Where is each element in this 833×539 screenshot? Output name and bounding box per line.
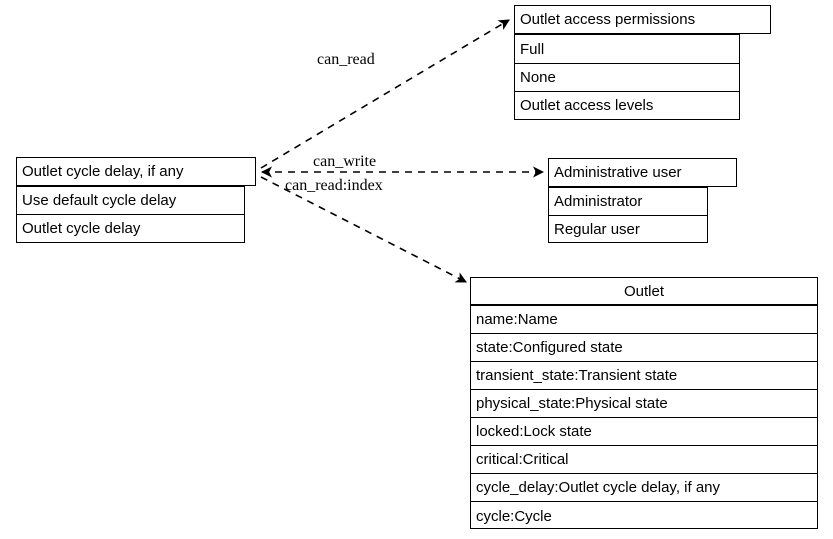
- class-row: transient_state:Transient state: [471, 362, 817, 390]
- class-row: critical:Critical: [471, 446, 817, 474]
- class-row: name:Name: [471, 306, 817, 334]
- class-administrative-user-title: Administrative user: [548, 158, 737, 187]
- class-administrative-user-body: Administrator Regular user: [548, 187, 708, 243]
- class-row: cycle:Cycle: [476, 507, 552, 525]
- edge-label-can-read: can_read: [317, 51, 375, 68]
- class-row: Regular user: [554, 220, 640, 238]
- class-outlet-access-permissions-title: Outlet access permissions: [514, 5, 771, 34]
- edge-label-can-write: can_write: [313, 153, 377, 170]
- class-row: Outlet access levels: [520, 97, 654, 114]
- class-outlet-access-permissions-body: Full None Outlet access levels: [514, 34, 740, 120]
- class-row: Use default cycle delay: [17, 187, 244, 215]
- class-outlet-cycle-delay-body: Use default cycle delay Outlet cycle del…: [16, 186, 245, 243]
- class-outlet-cycle-delay-title: Outlet cycle delay, if any: [16, 157, 256, 186]
- edge-label-can-read-index: can_read:index: [285, 177, 383, 194]
- class-row: Outlet cycle delay: [22, 220, 141, 237]
- class-row: Full: [515, 35, 739, 64]
- class-row: cycle_delay:Outlet cycle delay, if any: [471, 474, 817, 502]
- class-outlet-body: name:Name state:Configured state transie…: [470, 305, 818, 529]
- class-row: Administrator: [549, 188, 707, 216]
- class-row: locked:Lock state: [471, 418, 817, 446]
- can-read-edge-line: [260, 19, 510, 169]
- class-row: physical_state:Physical state: [471, 390, 817, 418]
- class-row: state:Configured state: [471, 334, 817, 362]
- class-outlet-title: Outlet: [470, 277, 818, 305]
- class-row: None: [515, 64, 739, 92]
